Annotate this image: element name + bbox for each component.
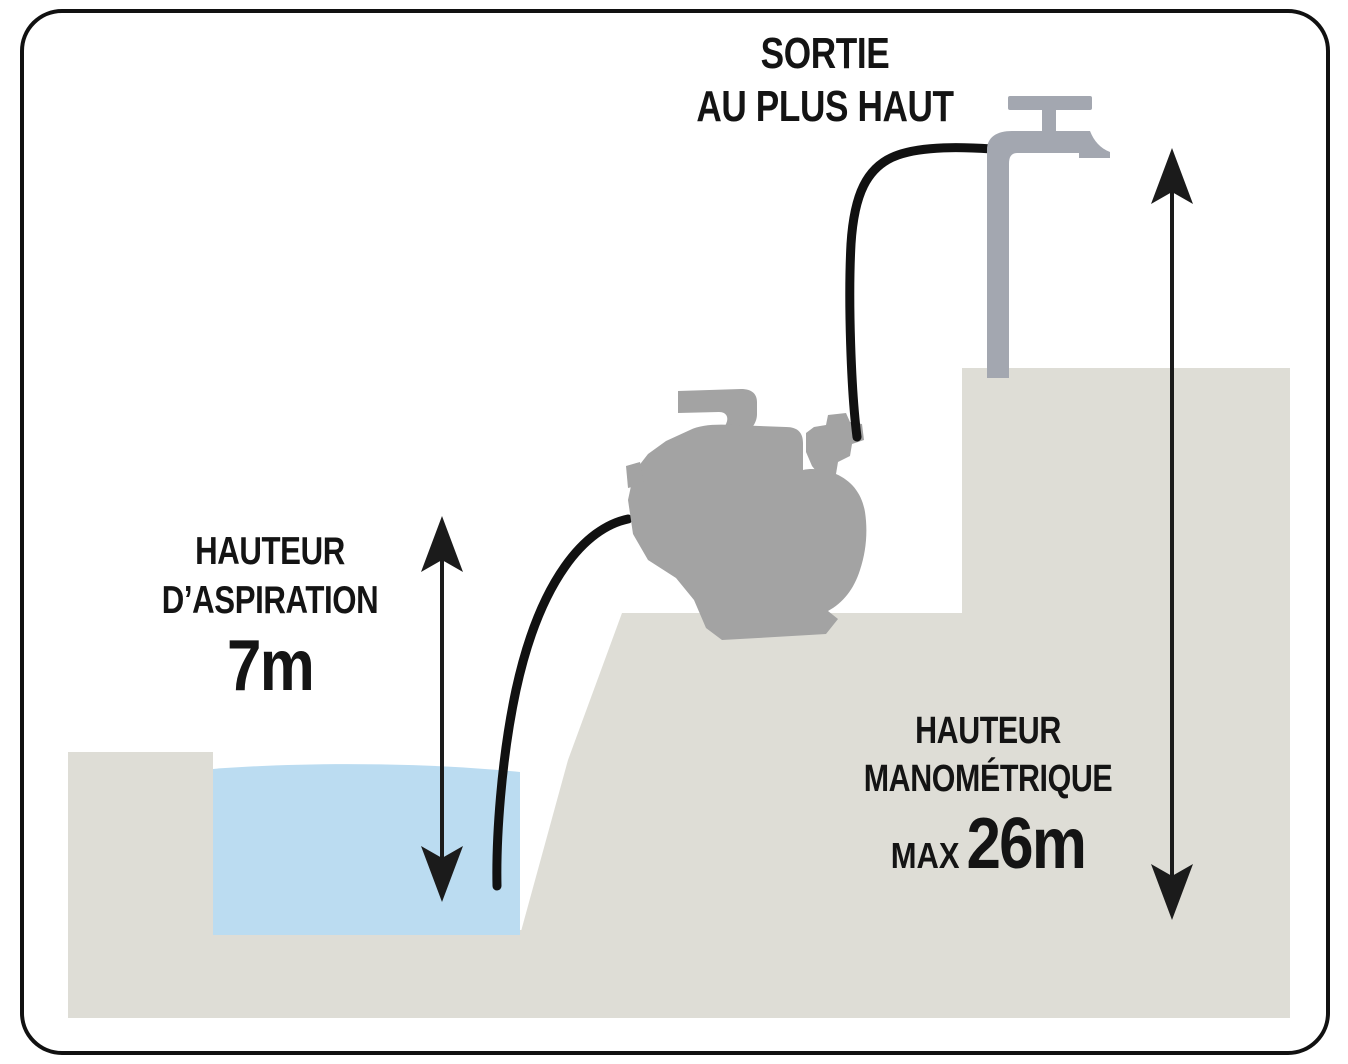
ground-middle-terrace (520, 613, 962, 1018)
pump (626, 389, 867, 640)
label-head-line2: MANOMÉTRIQUE (863, 758, 1113, 800)
diagram-frame-border (20, 9, 1330, 1055)
faucet-nozzle (1079, 131, 1110, 158)
pump-inlet-port (626, 462, 644, 488)
suction-hose (492, 514, 633, 891)
label-suction-value: 7m (226, 626, 315, 706)
faucet-valve-stem (1042, 107, 1056, 135)
label-head-line1: HAUTEUR (915, 710, 1061, 752)
label-manometric-height: HAUTEUR MANOMÉTRIQUE MAX26m (818, 712, 1158, 880)
label-outlet-line2: AU PLUS HAUT (696, 82, 954, 131)
terrain-group (68, 368, 1290, 1018)
label-outlet-line1: SORTIE (760, 29, 890, 78)
label-suction-line1: HAUTEUR (195, 530, 345, 573)
pump-body (628, 424, 867, 640)
label-head-qualifier: MAX (890, 835, 960, 876)
suction-height-arrow (421, 516, 463, 902)
faucet-handle-bar (1008, 96, 1092, 110)
suction-arrow-head-down (421, 846, 463, 902)
water-group (213, 764, 520, 935)
manometric-height-arrow (1151, 148, 1193, 920)
label-head-value: 26m (966, 804, 1086, 884)
label-suction-height: HAUTEUR D’ASPIRATION 7m (110, 532, 430, 702)
manometric-arrow-head-up (1151, 148, 1193, 204)
ground-upper-block (962, 368, 1290, 1018)
faucet (987, 96, 1110, 378)
water-body (213, 764, 520, 935)
suction-arrow-head-up (421, 516, 463, 572)
pump-outlet-fitting (806, 413, 864, 476)
label-outlet: SORTIE AU PLUS HAUT (610, 32, 1040, 138)
discharge-hose (845, 143, 997, 442)
label-head-measure: MAX26m (842, 808, 1134, 880)
faucet-riser-pipe (987, 150, 1009, 378)
manometric-arrow-head-down (1151, 864, 1193, 920)
faucet-spout-arm (987, 131, 1083, 174)
label-suction-line2: D’ASPIRATION (161, 579, 379, 622)
